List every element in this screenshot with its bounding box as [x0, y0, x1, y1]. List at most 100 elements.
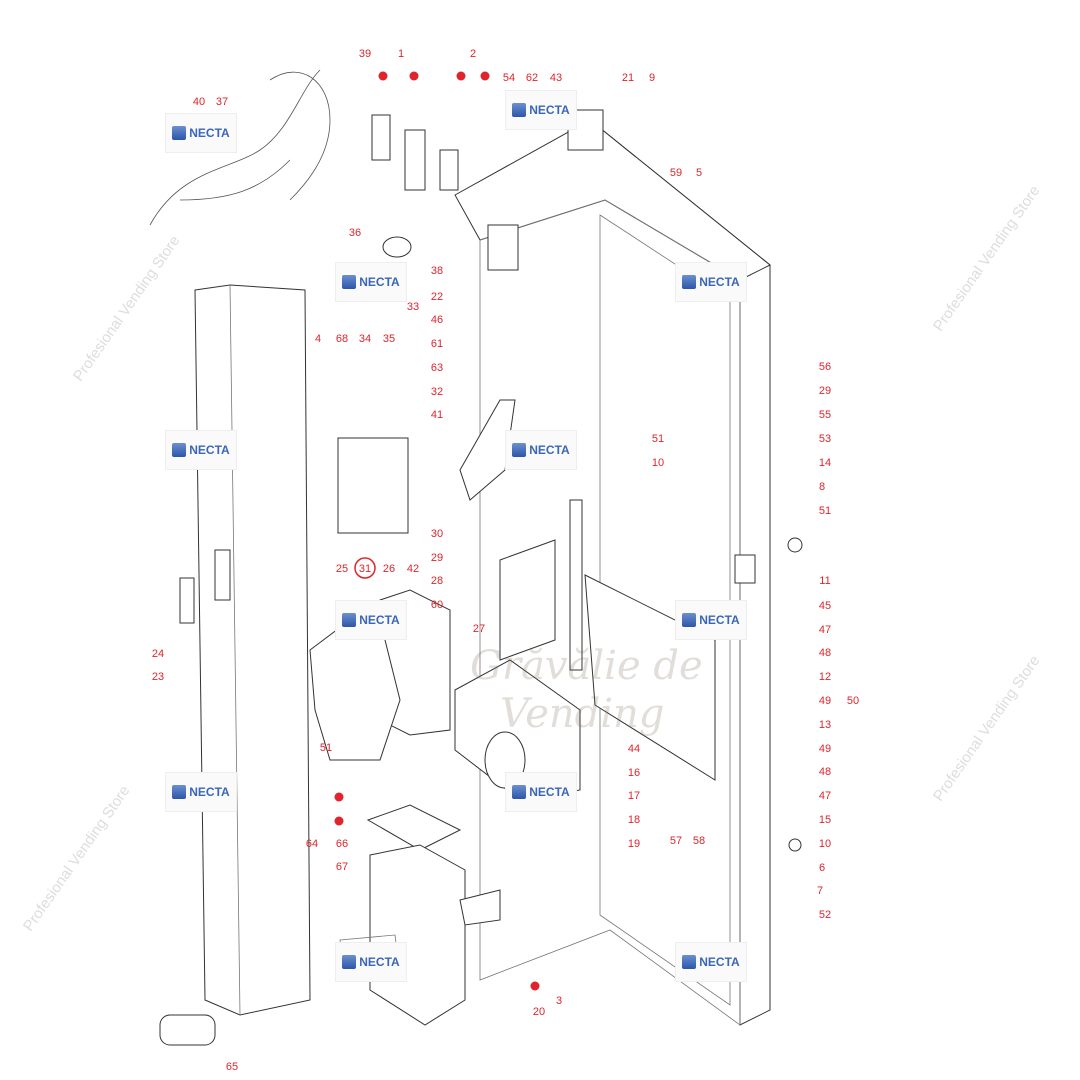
wire-harness [149, 69, 331, 226]
callout-15: 15 [819, 814, 831, 826]
callout-39: 39 [359, 48, 371, 60]
callout-11: 11 [819, 575, 830, 587]
callout-19: 19 [628, 838, 640, 850]
callout-7: 7 [817, 885, 823, 897]
callout-47: 47 [819, 790, 831, 802]
callout-25: 25 [336, 563, 348, 575]
necta-logo: NECTA [675, 262, 747, 302]
center-watermark-line: Grăvălie de [470, 643, 703, 689]
callout-44: 44 [628, 743, 640, 755]
callout-6: 6 [819, 862, 825, 874]
necta-logo: NECTA [335, 600, 407, 640]
callout-13: 13 [819, 719, 831, 731]
callout-60: 60 [431, 599, 443, 611]
callout-67: 67 [336, 861, 348, 873]
red-dot-marker [334, 792, 344, 802]
necta-logo-icon [512, 103, 527, 117]
board-62 [487, 224, 519, 271]
callout-14: 14 [819, 457, 831, 469]
necta-logo: NECTA [335, 262, 407, 302]
callout-29: 29 [819, 385, 831, 397]
necta-logo-icon [172, 126, 187, 140]
part-36 [382, 236, 412, 258]
callout-62: 62 [526, 72, 538, 84]
callout-24: 24 [152, 648, 164, 660]
callout-36: 36 [349, 227, 361, 239]
callout-64: 64 [306, 838, 318, 850]
callout-45: 45 [819, 600, 831, 612]
callout-27: 27 [473, 623, 485, 635]
callout-17: 17 [628, 790, 640, 802]
necta-logo: NECTA [165, 113, 237, 153]
terminal-21 [567, 109, 604, 151]
callout-53: 53 [819, 433, 831, 445]
callout-56: 56 [819, 361, 831, 373]
callout-52: 52 [819, 909, 831, 921]
necta-logo-icon [512, 443, 527, 457]
callout-57: 57 [670, 835, 682, 847]
callout-58: 58 [693, 835, 705, 847]
callout-55: 55 [819, 409, 831, 421]
callout-32: 32 [431, 386, 443, 398]
necta-logo-icon [342, 955, 357, 969]
side-panel [194, 284, 311, 1016]
red-dot-marker [530, 981, 540, 991]
handle-24 [179, 577, 195, 624]
necta-logo-icon [172, 443, 187, 457]
callout-22: 22 [431, 291, 443, 303]
cash-box [369, 844, 466, 1026]
necta-logo: NECTA [505, 772, 577, 812]
necta-logo-icon [172, 785, 187, 799]
red-dot-marker [334, 816, 344, 826]
callout-54: 54 [503, 72, 515, 84]
necta-logo: NECTA [165, 430, 237, 470]
lid-64 [366, 804, 462, 851]
callout-40: 40 [193, 96, 205, 108]
necta-logo: NECTA [165, 772, 237, 812]
callout-30: 30 [431, 528, 443, 540]
necta-logo: NECTA [505, 430, 577, 470]
callout-10: 10 [819, 838, 831, 850]
red-dot-marker [409, 71, 419, 81]
callout-49: 49 [819, 695, 831, 707]
callout-29: 29 [431, 552, 443, 564]
necta-logo-icon [342, 613, 357, 627]
callout-1: 1 [398, 48, 404, 60]
callout-10: 10 [652, 457, 664, 469]
callout-47: 47 [819, 624, 831, 636]
callout-59: 59 [670, 167, 682, 179]
callout-66: 66 [336, 838, 348, 850]
callout-46: 46 [431, 314, 443, 326]
callout-26: 26 [383, 563, 395, 575]
callout-37: 37 [216, 96, 228, 108]
callout-23: 23 [152, 671, 164, 683]
door-frame-inner [479, 199, 741, 1026]
callout-34: 34 [359, 333, 371, 345]
callout-50: 50 [847, 695, 859, 707]
callout-41: 41 [431, 409, 443, 421]
necta-logo: NECTA [335, 942, 407, 982]
callout-31: 31 [359, 563, 371, 575]
callout-42: 42 [407, 563, 419, 575]
necta-logo: NECTA [675, 600, 747, 640]
callout-20: 20 [533, 1006, 545, 1018]
callout-5: 5 [696, 167, 702, 179]
callout-51: 51 [819, 505, 831, 517]
plate-27 [499, 539, 556, 661]
knob-6 [788, 838, 802, 852]
callout-48: 48 [819, 647, 831, 659]
callout-33: 33 [407, 301, 419, 313]
center-watermark-line: Vending [500, 691, 665, 737]
callout-48: 48 [819, 766, 831, 778]
necta-logo-icon [512, 785, 527, 799]
callout-49: 49 [819, 743, 831, 755]
lock-45 [734, 554, 756, 584]
callout-9: 9 [649, 72, 655, 84]
necta-logo-icon [342, 275, 357, 289]
callout-61: 61 [431, 338, 443, 350]
callout-18: 18 [628, 814, 640, 826]
callout-51: 51 [652, 433, 664, 445]
callout-35: 35 [383, 333, 395, 345]
necta-logo-icon [682, 613, 697, 627]
